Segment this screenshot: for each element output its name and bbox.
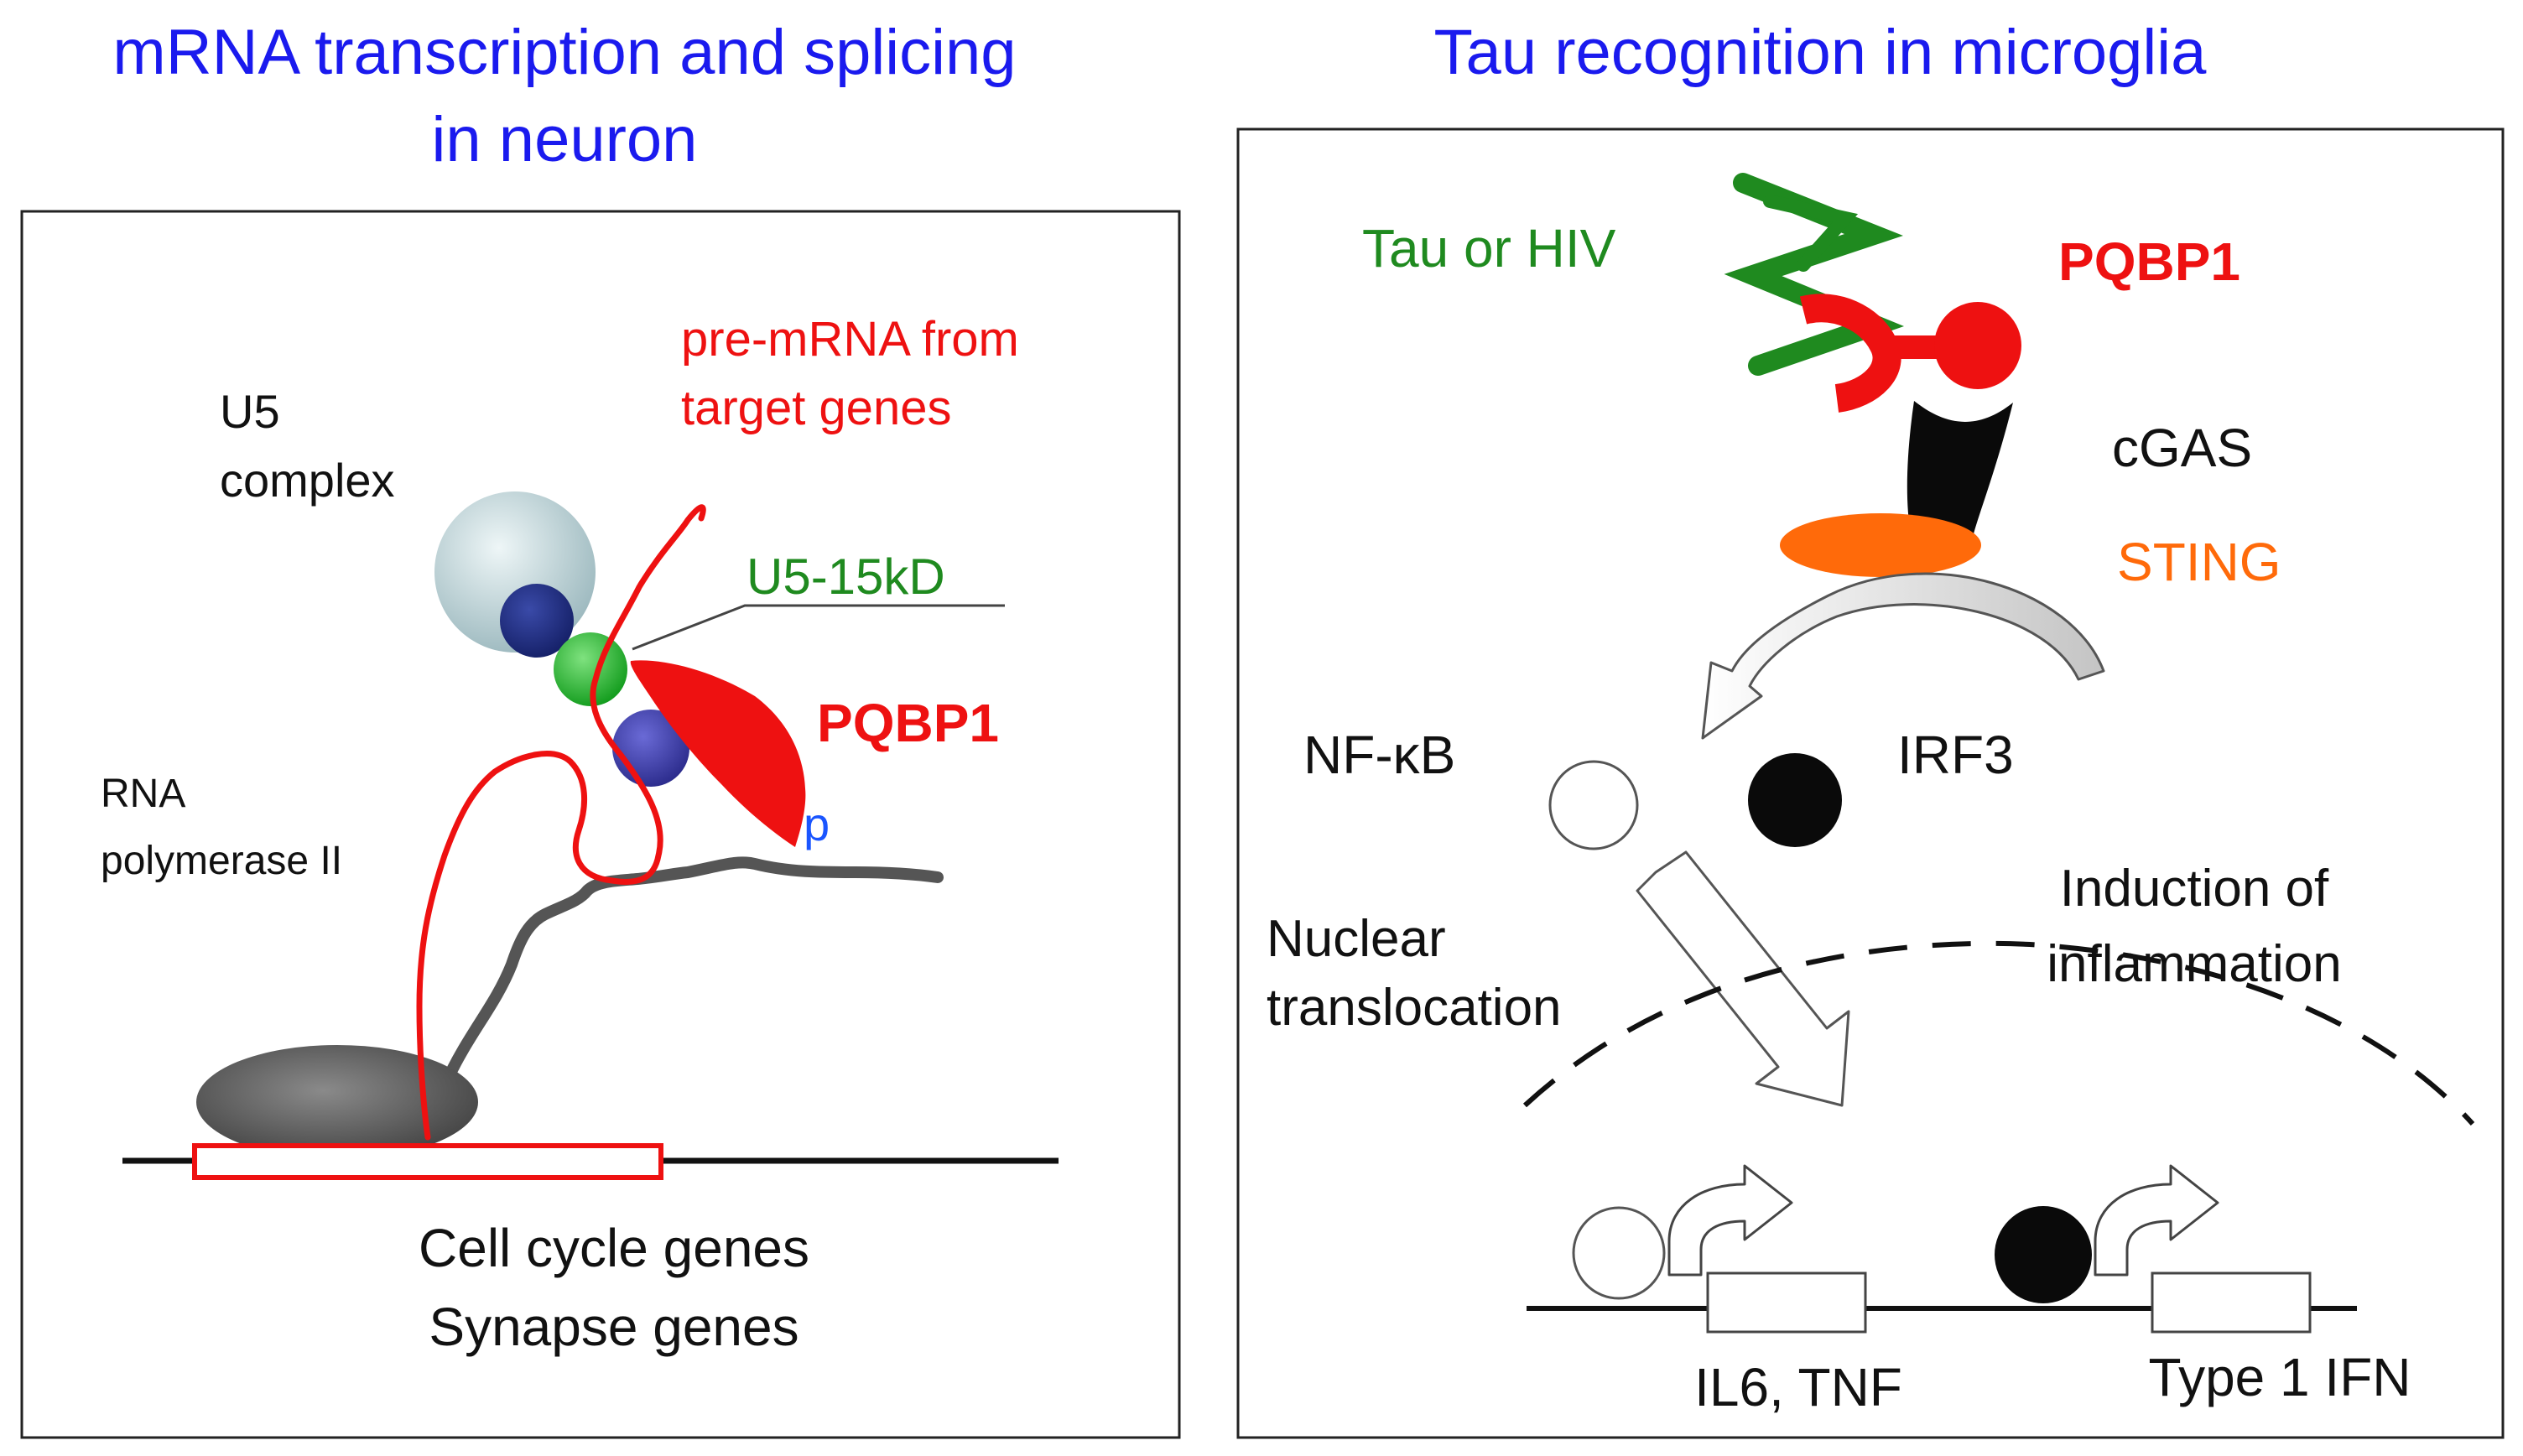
nfkb-circle xyxy=(1548,760,1639,850)
pqbp1-label-right: PQBP1 xyxy=(2058,231,2240,292)
irf3-label: IRF3 xyxy=(1897,725,2014,785)
il6-tnf-label: IL6, TNF xyxy=(1694,1357,1902,1417)
induction-label-line2: inflammation xyxy=(2047,935,2341,993)
pqbp1-label-left: PQBP1 xyxy=(817,693,999,753)
left-panel-frame xyxy=(20,210,1181,1439)
rna-polymerase-ii xyxy=(196,1045,478,1159)
tau-hiv-label: Tau or HIV xyxy=(1362,218,1616,278)
bound-irf3-circle xyxy=(1995,1206,2092,1303)
nuclear-membrane xyxy=(1522,940,2475,1126)
u5-15kd-sphere xyxy=(554,632,627,706)
premrna-label-line2: target genes xyxy=(681,381,951,435)
sting-shape xyxy=(1780,513,1981,577)
rna-polymerase-label-line1: RNA xyxy=(101,772,185,816)
il6-tnf-transcription-arrow xyxy=(1667,1164,1793,1277)
target-gene-box xyxy=(192,1143,663,1180)
induction-label-line1: Induction of xyxy=(2060,860,2329,918)
signaling-curved-arrow xyxy=(1701,572,2105,740)
nuclear-translocation-label-line1: Nuclear xyxy=(1267,910,1446,968)
u5-complex-label-line2: complex xyxy=(220,454,395,507)
cgas-label: cGAS xyxy=(2112,418,2252,478)
sting-label: STING xyxy=(2117,532,2281,592)
type1-ifn-gene-box xyxy=(2151,1271,2312,1334)
type1-ifn-transcription-arrow xyxy=(2094,1164,2219,1277)
u5-subunit-navy xyxy=(500,584,574,658)
rna-polymerase-label-line2: polymerase II xyxy=(101,839,342,883)
premrna-label-line1: pre-mRNA from xyxy=(681,312,1019,367)
tau-filament-outer xyxy=(1763,195,1859,272)
type1-ifn-label: Type 1 IFN xyxy=(2149,1347,2411,1407)
il6-tnf-gene-box xyxy=(1706,1271,1867,1334)
pqbp1-receptor-head xyxy=(1934,302,2021,389)
right-panel: Tau recognition in microglia Tau or HIV … xyxy=(1236,17,2505,1439)
right-panel-frame xyxy=(1236,127,2505,1439)
nuclear-translocation-label-line2: translocation xyxy=(1267,979,1562,1037)
nfkb-label: NF-κB xyxy=(1303,725,1455,785)
u5-complex-label-line1: U5 xyxy=(220,385,280,438)
left-panel: mRNA transcription and splicing in neuro… xyxy=(20,17,1181,1439)
genes-label-line2: Synapse genes xyxy=(429,1297,799,1357)
right-panel-title: Tau recognition in microglia xyxy=(1434,17,2208,88)
u5-15kd-leader-line xyxy=(632,604,1005,651)
genes-label-line1: Cell cycle genes xyxy=(419,1218,809,1278)
pqbp1-protein-shape xyxy=(630,660,806,847)
premrna-strand xyxy=(416,504,706,1141)
u5-15kd-label: U5-15kD xyxy=(746,549,945,605)
bound-nfkb-circle xyxy=(1572,1206,1666,1300)
left-panel-title-line2: in neuron xyxy=(432,104,698,175)
nuclear-translocation-arrow xyxy=(1636,850,1850,1107)
left-panel-title-line1: mRNA transcription and splicing xyxy=(112,17,1016,88)
nascent-chain-grey xyxy=(440,856,944,1088)
phospho-label: p xyxy=(804,798,830,850)
irf3-circle xyxy=(1748,753,1842,847)
